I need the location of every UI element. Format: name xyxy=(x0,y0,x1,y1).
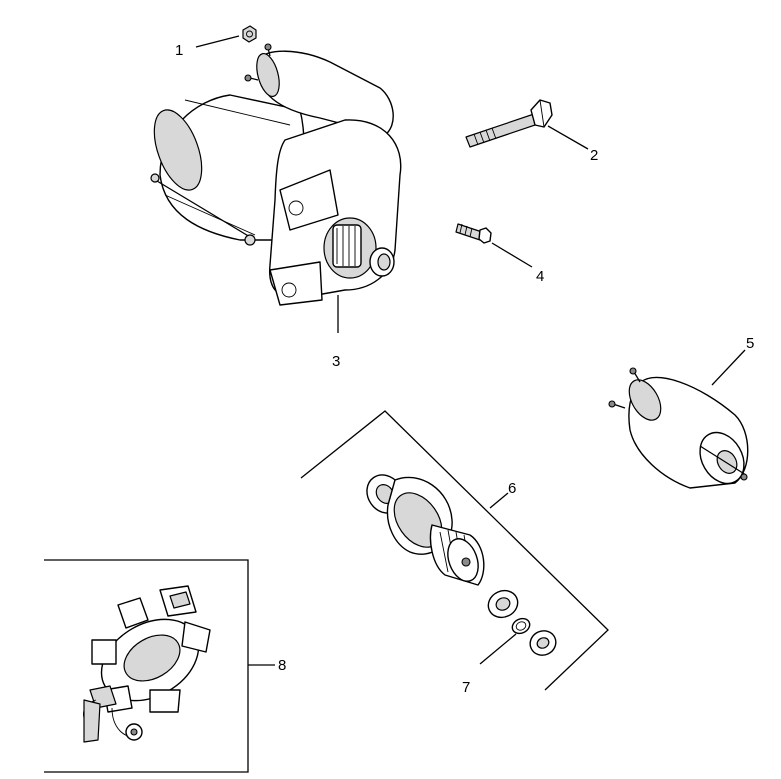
short-bolt-icon xyxy=(455,223,492,244)
leader-line-7 xyxy=(479,633,517,665)
thrust-washer-icon xyxy=(529,630,557,656)
leader-line-4 xyxy=(491,242,533,268)
long-bolt-icon xyxy=(465,99,553,148)
callout-8: 8 xyxy=(278,657,286,674)
callout-5: 5 xyxy=(746,335,754,352)
drive-gear-kit-icon xyxy=(366,474,485,586)
nut-icon xyxy=(242,25,257,43)
leader-line-5 xyxy=(711,349,746,386)
pinion-gear-icon xyxy=(332,224,362,268)
callout-7: 7 xyxy=(462,679,470,696)
callout-6: 6 xyxy=(508,480,516,497)
leader-line-6 xyxy=(489,492,509,509)
kit-bracket-8 xyxy=(44,559,249,773)
starter-motor-icon xyxy=(150,43,402,306)
callout-3: 3 xyxy=(332,353,340,370)
leader-line-2 xyxy=(547,125,589,150)
retaining-ring-icon xyxy=(511,617,531,635)
leader-line-1 xyxy=(195,35,240,48)
solenoid-icon xyxy=(608,367,749,489)
callout-4: 4 xyxy=(536,268,544,285)
callout-2: 2 xyxy=(590,147,598,164)
brush-holder-icon xyxy=(83,585,211,743)
stop-collar-icon xyxy=(487,589,519,619)
kit-bracket-6 xyxy=(300,410,609,691)
callout-1: 1 xyxy=(175,42,183,59)
